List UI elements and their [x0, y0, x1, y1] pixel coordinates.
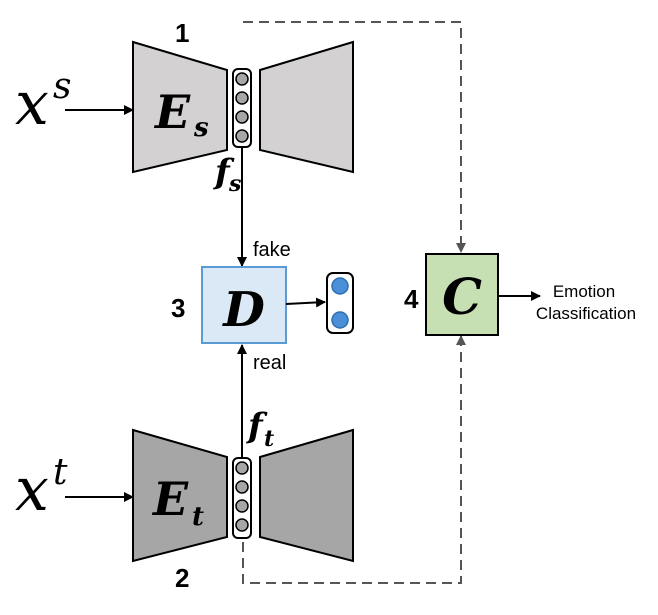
svg-text:f: f: [213, 152, 235, 192]
source-feature-node: [235, 129, 249, 143]
source-encoder-trapezoid: [132, 40, 228, 174]
target-feature-vector: [232, 457, 252, 539]
svg-text:s: s: [228, 171, 241, 197]
discriminator-box: [201, 266, 287, 344]
target-input-label: x t: [15, 452, 68, 525]
source-feature-label: f s: [213, 152, 241, 197]
classifier-output-label-line1: Emotion: [553, 282, 615, 301]
discriminator-number: 3: [171, 293, 185, 323]
discriminator-label: D: [221, 282, 265, 338]
fake-label: fake: [253, 239, 291, 261]
target-encoder-number: 2: [175, 563, 189, 593]
svg-text:x: x: [15, 455, 49, 525]
svg-text:t: t: [264, 426, 274, 452]
source-feature-node: [235, 110, 249, 124]
svg-text:E: E: [151, 472, 189, 526]
classifier-number: 4: [404, 284, 419, 314]
source-input-label: x s: [15, 66, 71, 139]
classifier-box: [425, 253, 499, 336]
source-feature-node: [235, 91, 249, 105]
target-feature-node: [235, 499, 249, 513]
discriminator-output-node: [331, 277, 349, 295]
source-feature-vector: [232, 68, 252, 148]
svg-text:s: s: [53, 66, 71, 107]
svg-text:E: E: [153, 85, 191, 139]
svg-text:t: t: [192, 502, 204, 532]
source-decoder-trapezoid: [259, 40, 354, 174]
source-encoder-number: 1: [175, 18, 189, 48]
source-encoder-label: E s: [153, 85, 209, 143]
classifier-output-label-line2: Classification: [536, 304, 636, 323]
svg-text:x: x: [15, 69, 49, 139]
svg-text:f: f: [246, 406, 268, 446]
real-label: real: [253, 352, 286, 374]
target-decoder-trapezoid: [259, 428, 354, 563]
svg-text:s: s: [193, 113, 209, 143]
source-feature-node: [235, 72, 249, 86]
dashed-path-source-to-classifier: [243, 21, 466, 253]
svg-text:t: t: [53, 452, 68, 493]
classifier-label: C: [442, 267, 482, 326]
target-encoder-label: E t: [151, 472, 204, 532]
target-encoder-trapezoid: [132, 428, 228, 563]
discriminator-output-node: [331, 311, 349, 329]
target-feature-node: [235, 461, 249, 475]
target-feature-node: [235, 480, 249, 494]
target-feature-node: [235, 518, 249, 532]
target-feature-label: f t: [246, 406, 274, 452]
discriminator-output-arrow: [285, 297, 326, 308]
dashed-path-target-to-classifier: [242, 335, 466, 584]
